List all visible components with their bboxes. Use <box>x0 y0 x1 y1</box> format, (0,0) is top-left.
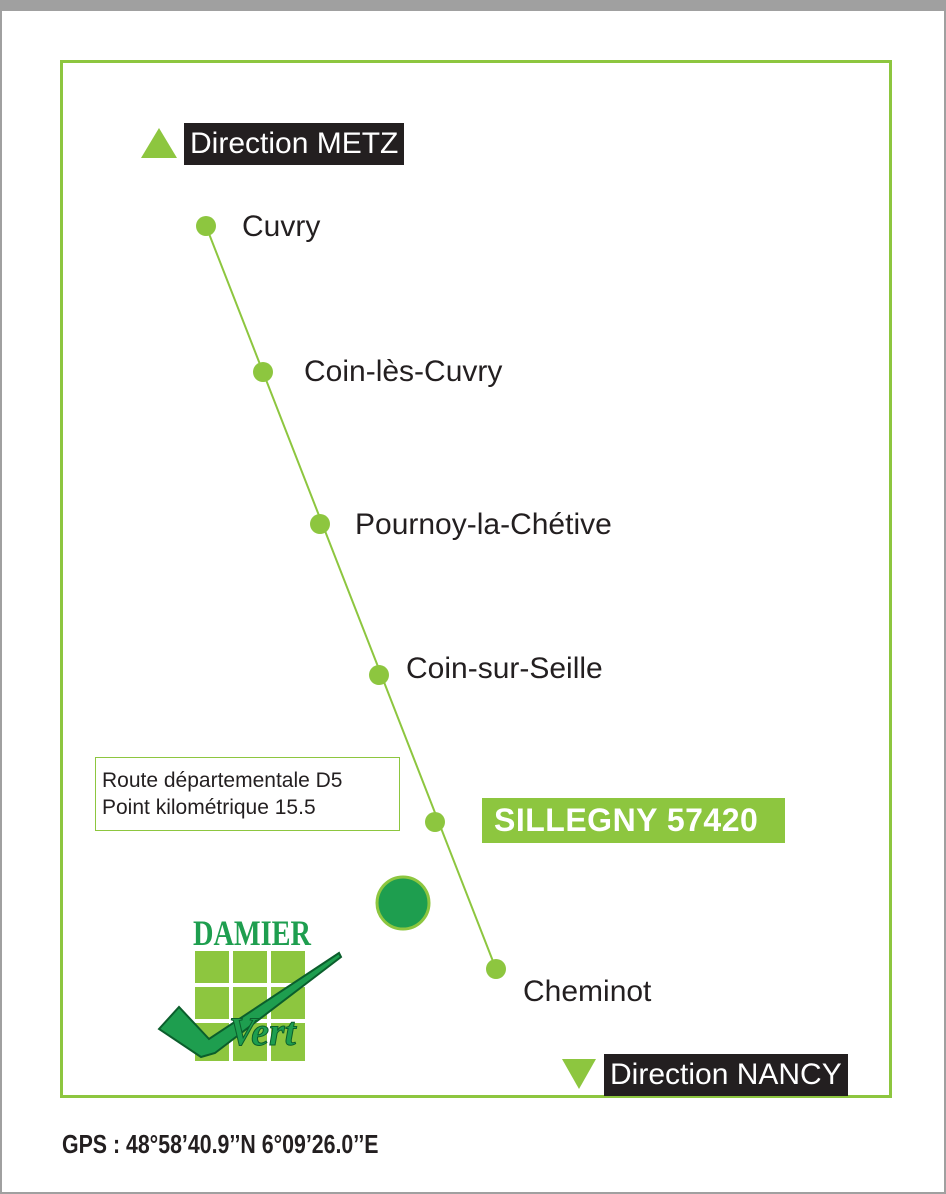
location-marker[interactable] <box>375 875 431 931</box>
map-frame <box>60 60 892 1098</box>
logo-script-text: Vert <box>229 1009 298 1054</box>
south-arrow-icon <box>562 1059 596 1089</box>
road-info-box: Route départementale D5 Point kilométriq… <box>95 757 400 831</box>
route-line <box>205 225 497 970</box>
town-dot-pournoy-la-chetive[interactable] <box>310 514 330 534</box>
direction-south-label: Direction NANCY <box>604 1054 848 1096</box>
town-dot-cuvry[interactable] <box>196 216 216 236</box>
damier-vert-logo: DAMIER Vert <box>157 913 343 1061</box>
town-label-coin-les-cuvry: Coin-lès-Cuvry <box>304 355 503 388</box>
town-dot-coin-sur-seille[interactable] <box>369 665 389 685</box>
direction-north-label: Direction METZ <box>184 123 405 165</box>
town-label-pournoy-la-chetive: Pournoy-la-Chétive <box>355 508 612 541</box>
gps-coordinates: GPS : 48°58’40.9’’N 6°09’26.0’’E <box>62 1129 379 1159</box>
town-dot-sillegny[interactable] <box>425 812 445 832</box>
logo-check-mark-icon <box>157 951 343 1059</box>
town-dot-cheminot[interactable] <box>486 959 506 979</box>
logo-top-text: DAMIER <box>193 913 312 953</box>
road-info-line1: Route départementale D5 <box>102 769 343 792</box>
north-arrow-icon <box>141 128 177 158</box>
town-label-cuvry: Cuvry <box>242 210 321 243</box>
town-label-coin-sur-seille: Coin-sur-Seille <box>406 652 603 685</box>
town-dot-coin-les-cuvry[interactable] <box>253 362 273 382</box>
road-info-line2: Point kilométrique 15.5 <box>102 796 316 819</box>
location-name-badge: SILLEGNY 57420 <box>482 798 785 843</box>
town-label-cheminot: Cheminot <box>523 975 652 1008</box>
route-map <box>196 216 506 979</box>
